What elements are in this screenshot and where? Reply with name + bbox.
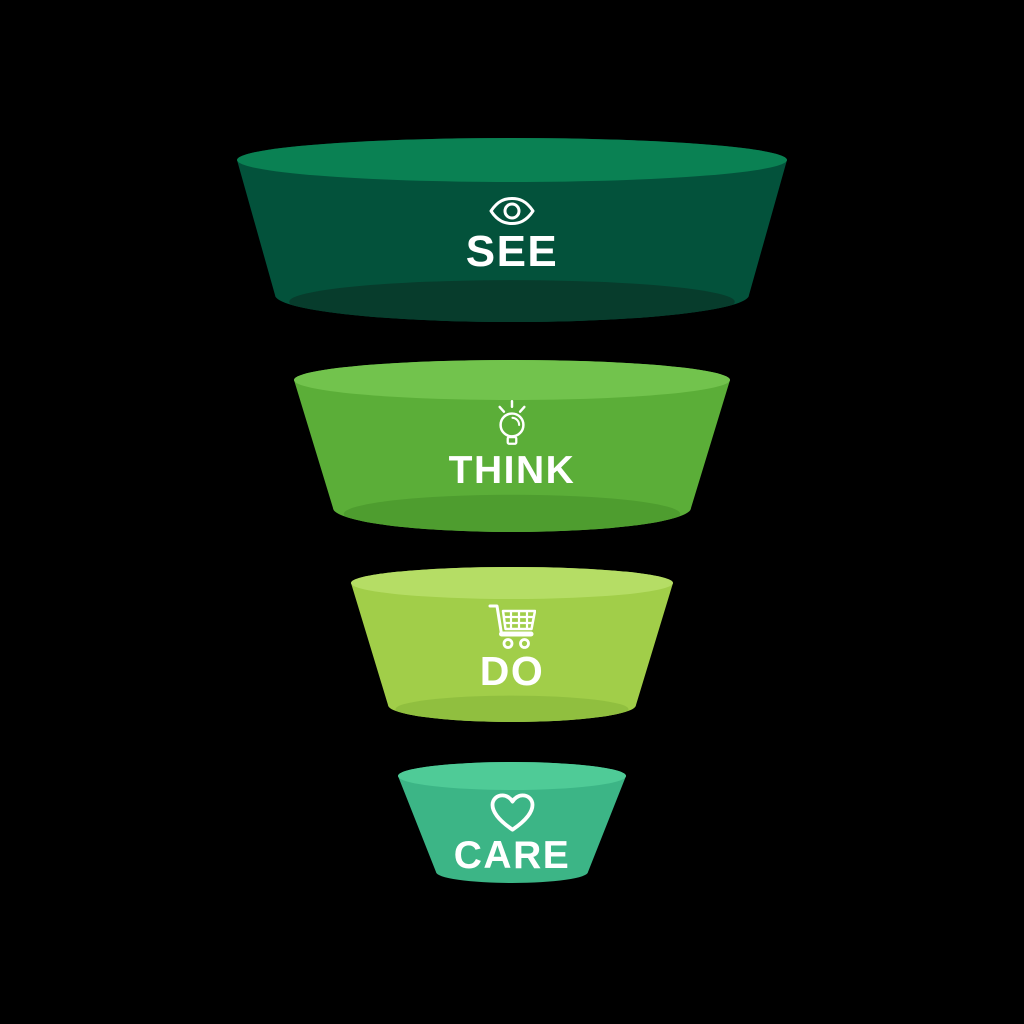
funnel-stage-think: THINK — [294, 360, 730, 532]
funnel-stage-see: SEE — [237, 138, 787, 322]
funnel-stage-care: CARE — [398, 762, 626, 883]
eye-icon — [489, 196, 535, 226]
funnel-stage-do-label: DO — [479, 648, 545, 694]
funnel-stage-do: DO — [351, 567, 673, 722]
funnel-stage-see-label: SEE — [465, 227, 559, 276]
funnel-stage-think-label: THINK — [448, 449, 576, 492]
cart-icon — [488, 603, 537, 649]
heart-icon — [489, 793, 536, 833]
lightbulb-icon — [493, 399, 531, 448]
funnel-stage-care-label: CARE — [453, 834, 571, 877]
